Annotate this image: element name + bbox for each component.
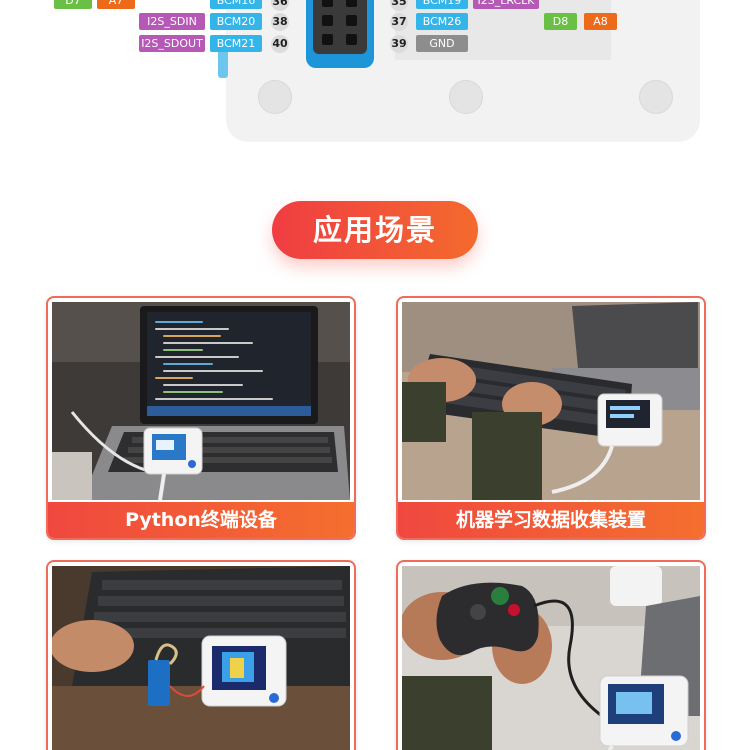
- section-heading-pill: 应用场景: [272, 201, 478, 259]
- pin-number-35: 35: [390, 0, 408, 11]
- mount-hole-center: [449, 80, 483, 114]
- scenario-card-python-terminal[interactable]: Python终端设备: [46, 296, 356, 540]
- scenario-card-sensor[interactable]: [46, 560, 356, 750]
- scenario-card-gamepad[interactable]: [396, 560, 706, 750]
- pin-number-40: 40: [271, 35, 289, 53]
- scenario-card-ml-data-collection[interactable]: 机器学习数据收集装置: [396, 296, 706, 540]
- pin-label-i2s-sdin: I2S_SDIN: [139, 13, 205, 30]
- mount-hole-left: [258, 80, 292, 114]
- connector-socket: [322, 15, 333, 26]
- mount-hole-right: [639, 80, 673, 114]
- pin-label-i2s-lrclk: I2S_LRCLK: [473, 0, 539, 9]
- pin-label-bcm16: BCM16: [210, 0, 262, 9]
- pin-label-gnd: GND: [416, 35, 468, 52]
- connector-socket: [346, 15, 357, 26]
- pin-number-38: 38: [271, 13, 289, 31]
- sensor-device-photo: [52, 566, 350, 750]
- pin-label-bcm19: BCM19: [416, 0, 468, 9]
- pin-label-bcm26: BCM26: [416, 13, 468, 30]
- pin-number-39: 39: [390, 35, 408, 53]
- pin-label-a7: A7: [97, 0, 135, 9]
- connector-socket: [322, 34, 333, 45]
- connector-body: [313, 0, 367, 54]
- laptop-device-photo: [52, 302, 350, 500]
- pin-label-bcm21: BCM21: [210, 35, 262, 52]
- keyboard-device-photo: [402, 302, 700, 500]
- pin-label-bcm20: BCM20: [210, 13, 262, 30]
- board-edge-strip: [218, 48, 228, 78]
- card-caption: Python终端设备: [48, 502, 354, 538]
- section-title: 应用场景: [312, 213, 437, 247]
- pin-label-d7: D7: [54, 0, 92, 9]
- pin-label-a8: A8: [584, 13, 617, 30]
- pin-label-i2s-sdout: I2S_SDOUT: [139, 35, 205, 52]
- card-caption: 机器学习数据收集装置: [398, 502, 704, 538]
- connector-socket: [346, 0, 357, 7]
- connector-socket: [322, 0, 333, 7]
- header-connector: [306, 0, 374, 68]
- pin-number-36: 36: [271, 0, 289, 11]
- pin-label-d8: D8: [544, 13, 577, 30]
- gamepad-device-photo: [402, 566, 700, 750]
- connector-socket: [346, 34, 357, 45]
- pin-number-37: 37: [390, 13, 408, 31]
